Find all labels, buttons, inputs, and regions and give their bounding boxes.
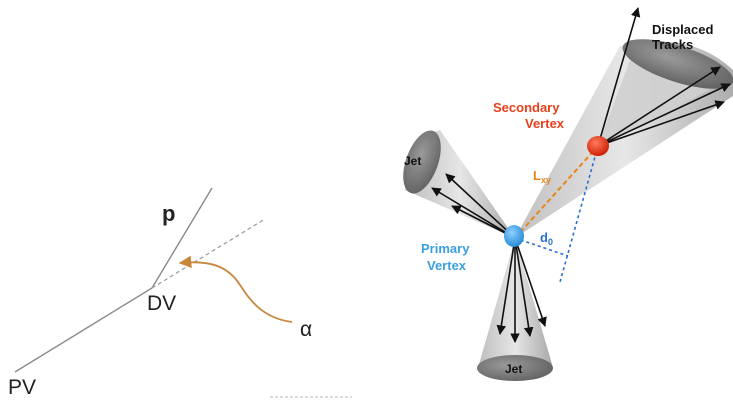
primary-vertex-label: Primary (421, 241, 470, 256)
bottom-jet-label: Jet (505, 362, 522, 376)
angle-label: α (300, 318, 312, 341)
displaced-track (597, 100, 725, 147)
secondary-vertex-marker (587, 136, 609, 156)
left-diagram: p DV PV α (8, 187, 352, 399)
displaced-tracks-label-2: Tracks (652, 37, 693, 52)
bottom-jet-cap (477, 355, 553, 381)
jet-track (514, 237, 534, 337)
secondary-vertex-label: Secondary (493, 100, 560, 115)
pv-label: PV (8, 376, 36, 399)
lxy-label: Lxy (533, 168, 551, 185)
flight-direction-dashed (151, 218, 266, 289)
momentum-track (151, 187, 213, 289)
d0-label: d0 (540, 230, 553, 247)
angle-arrow (178, 255, 293, 323)
primary-vertex-marker (504, 225, 524, 247)
jet-track (431, 187, 516, 239)
displaced-track (597, 83, 731, 147)
displaced-track (597, 7, 641, 147)
left-jet-cap (403, 130, 441, 194)
pv-dv-track (14, 287, 153, 373)
jet-track (514, 237, 547, 327)
right-diagram: Displaced Tracks Secondary Vertex Lxy d0… (403, 7, 733, 381)
displaced-track (597, 66, 721, 147)
secondary-vertex-label-2: Vertex (525, 116, 565, 131)
jet-track (445, 173, 516, 239)
left-jet-label: Jet (404, 154, 421, 168)
lxy-line (514, 145, 599, 239)
momentum-label: p (162, 201, 175, 226)
primary-vertex-label-2: Vertex (427, 258, 467, 273)
jet-track (496, 237, 516, 335)
displaced-tracks-label: Displaced (652, 22, 713, 37)
dv-label: DV (147, 292, 176, 315)
